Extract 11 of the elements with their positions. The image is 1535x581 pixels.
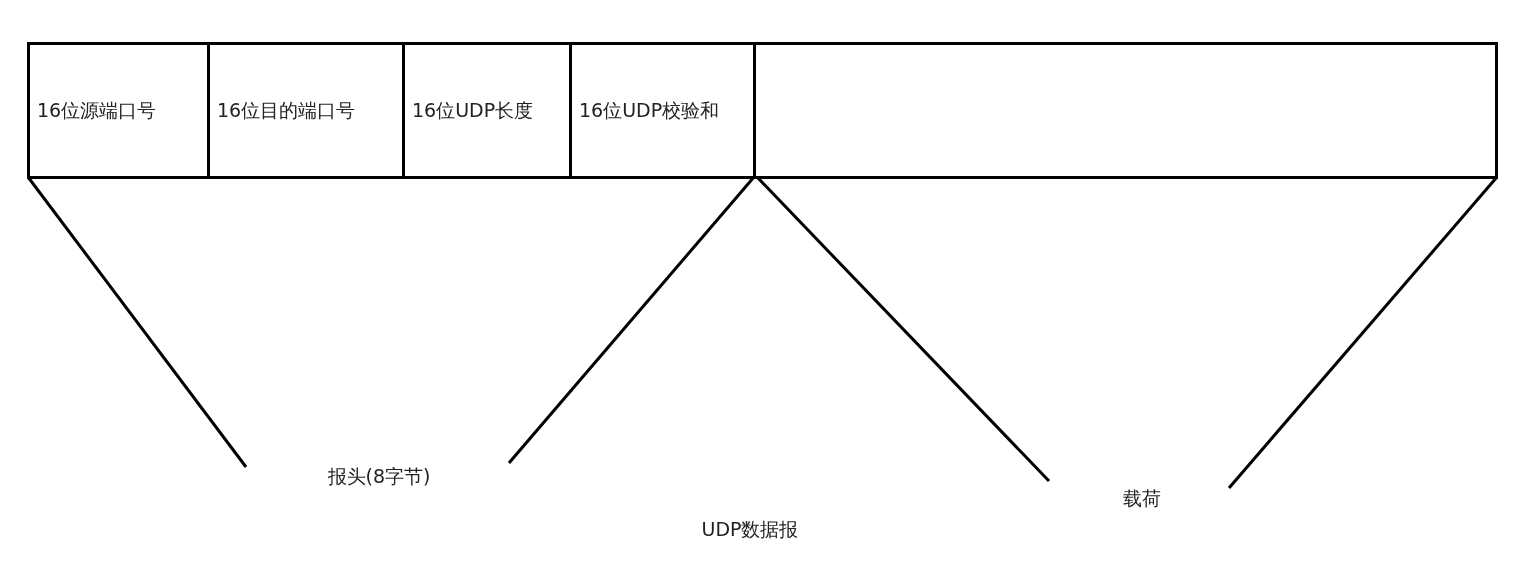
section-label: 报头(8字节)	[327, 464, 431, 489]
section-label: UDP数据报	[701, 517, 799, 542]
field-label: 16位UDP校验和	[579, 97, 720, 123]
field-label: 16位目的端口号	[217, 97, 356, 123]
field-label: 16位UDP长度	[412, 97, 534, 123]
section-label: 载荷	[1123, 486, 1161, 511]
field-label: 16位源端口号	[37, 97, 157, 123]
payload-cell	[753, 42, 1498, 179]
header-field-cell	[402, 42, 572, 179]
header-field-cell	[207, 42, 405, 179]
header-field-cell	[27, 42, 210, 179]
